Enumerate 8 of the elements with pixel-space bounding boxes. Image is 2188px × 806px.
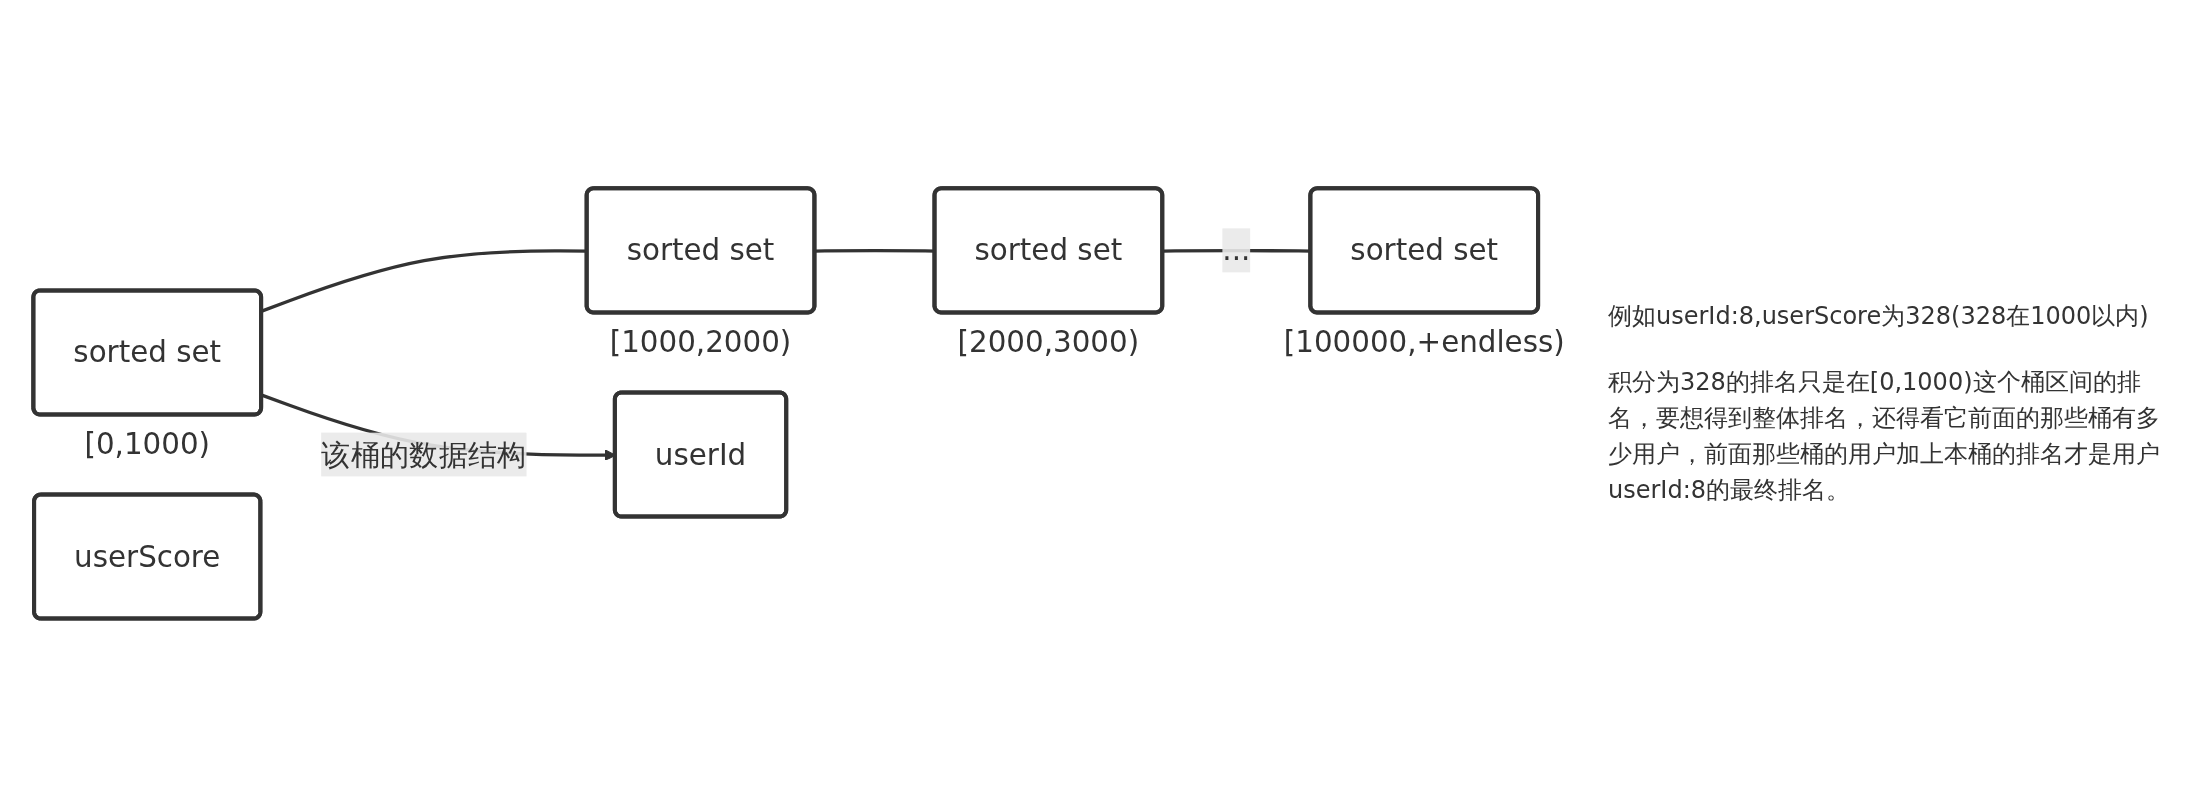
edge-label: 该桶的数据结构	[321, 437, 527, 471]
range-label: [2000,3000)	[957, 324, 1140, 359]
range-label: [100000,+endless)	[1283, 324, 1565, 359]
edge-label: ...	[1222, 233, 1251, 267]
note-text: 积分为328的排名只是在[0,1000)这个桶区间的排名，要想得到整体排名，还得看它前面的那些桶有多少用户，前面那些桶的用户加上本桶的排名才是用户userId:8的最终排名。	[1608, 367, 2161, 506]
range-label: [0,1000)	[84, 427, 210, 461]
range-label: [1000,2000)	[609, 324, 792, 359]
note-text: 例如userId:8,userScore为328(328在1000以内)	[1608, 301, 2150, 332]
